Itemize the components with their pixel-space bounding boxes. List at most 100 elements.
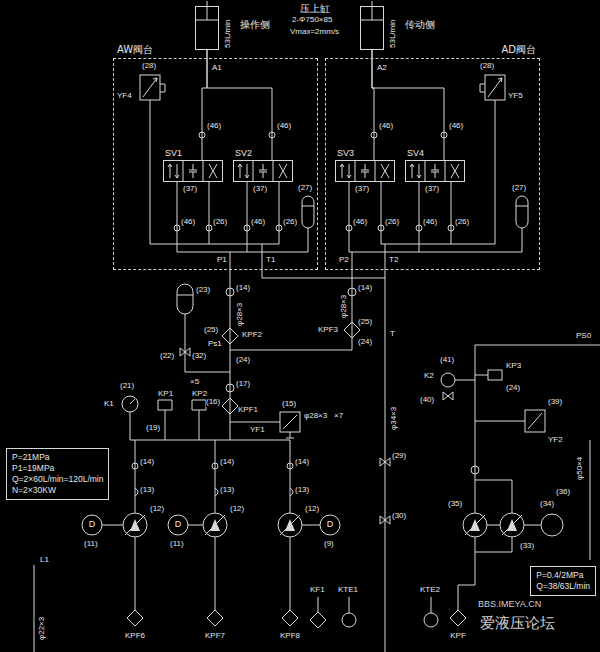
callout-label: (12)	[305, 505, 319, 514]
schematic-stroke	[525, 410, 545, 432]
callout-label: D	[327, 520, 334, 530]
callout-label: KPF8	[280, 632, 300, 641]
callout-label: (14)	[140, 458, 154, 467]
schematic-stroke	[516, 196, 528, 228]
spec-line: P=0.4/2MPa	[536, 570, 590, 581]
schematic-stroke	[34, 565, 431, 652]
schematic-stroke	[516, 206, 528, 207]
schematic-stroke	[177, 284, 193, 314]
callout-label: (28)	[142, 62, 156, 71]
callout-label: BBS.IMEYA.CN	[478, 600, 541, 610]
schematic-stroke	[488, 370, 502, 380]
valve-symbol	[406, 161, 464, 181]
callout-label: (19)	[146, 424, 160, 433]
callout-label: (14)	[295, 458, 309, 467]
cylinder-symbol: 传动侧	[360, 6, 384, 50]
schematic-stroke	[302, 196, 314, 228]
directional-valve: SV2	[233, 160, 293, 182]
callout-label: P2	[339, 256, 349, 265]
pipe-lines	[34, 1, 600, 652]
node-label: SV4	[406, 148, 464, 159]
schematic-stroke	[448, 225, 454, 231]
callout-label: (12)	[230, 505, 244, 514]
callout-label: φ50×4	[576, 457, 585, 480]
valve-symbol	[164, 161, 222, 181]
callout-label: (26)	[385, 218, 399, 227]
callout-label: (13)	[140, 486, 154, 495]
callout-label: T	[390, 330, 395, 339]
directional-valve: SV3	[335, 160, 395, 182]
callout-label: (22)	[160, 352, 174, 361]
callout-label: (34)	[540, 500, 554, 509]
schematic-stroke	[455, 345, 600, 610]
callout-label: K2	[424, 372, 434, 381]
callout-label: (9)	[324, 540, 334, 549]
callout-label: (15)	[282, 400, 296, 409]
callout-label: 压上缸	[300, 3, 330, 14]
callout-label: L1	[40, 556, 49, 565]
callout-label: 53L/min	[224, 20, 233, 48]
schematic-stroke	[174, 225, 180, 231]
callout-label: T2	[389, 256, 398, 265]
schematic-stroke	[212, 463, 218, 469]
callout-label: (37)	[355, 185, 369, 194]
schematic-stroke	[280, 412, 300, 432]
schematic-stroke	[226, 384, 234, 392]
callout-label: (36)	[556, 488, 570, 497]
node-label: AD阀台	[326, 44, 539, 56]
callout-label: (12)	[150, 505, 164, 514]
callout-label: KF1	[310, 586, 325, 595]
schematic-stroke	[302, 206, 314, 207]
schematic-stroke	[206, 225, 212, 231]
callout-label: KP2	[192, 390, 207, 399]
schematic-stroke	[348, 288, 356, 296]
cylinder-symbol: 操作侧	[195, 6, 219, 50]
callout-label: (14)	[236, 284, 250, 293]
callout-label: (46)	[207, 122, 221, 131]
callout-label: (26)	[283, 218, 297, 227]
schematic-stroke	[424, 613, 438, 627]
schematic-stroke	[346, 225, 352, 231]
callout-label: (21)	[120, 382, 134, 391]
schematic-stroke	[127, 537, 298, 626]
callout-label: (37)	[183, 185, 197, 194]
callout-label: (13)	[220, 486, 234, 495]
schematic-stroke	[230, 415, 297, 438]
callout-label: (33)	[520, 542, 534, 551]
valve-spool-lines	[410, 161, 459, 181]
valve-stand-region: AW阀台SV1SV2	[113, 58, 318, 270]
callout-label: (25)	[358, 318, 372, 327]
valve-stand-region: AD阀台SV3SV4	[325, 58, 540, 270]
node-label: 传动侧	[405, 19, 427, 31]
pipe-connector	[202, 50, 207, 160]
schematic-stroke	[177, 295, 230, 372]
callout-label: Ps1	[208, 340, 222, 349]
schematic-stroke	[168, 515, 188, 535]
callout-label: A2	[377, 64, 387, 73]
schematic-stroke	[541, 514, 563, 536]
node-label: SV3	[336, 148, 394, 159]
schematic-stroke	[342, 613, 356, 627]
pipe-connector	[372, 50, 444, 160]
callout-label: K1	[104, 400, 114, 409]
spec-line: P=21MPa	[12, 452, 103, 463]
callout-label: ×7	[334, 412, 343, 421]
schematic-stroke	[143, 78, 165, 97]
schematic-stroke	[528, 413, 542, 429]
schematic-stroke	[443, 392, 453, 400]
schematic-stroke	[244, 225, 250, 231]
callout-label: KTE1	[338, 586, 358, 595]
schematic-stroke	[480, 78, 502, 97]
callout-label: KPF1	[238, 406, 258, 415]
schematic-stroke	[378, 225, 384, 231]
callout-label: KPF7	[205, 632, 225, 641]
schematic-stroke	[471, 466, 479, 474]
pump-triangles	[130, 519, 517, 531]
schematic-stroke	[380, 458, 390, 524]
directional-valve: SV4	[405, 160, 465, 182]
callout-label: (32)	[192, 352, 206, 361]
callout-label: (14)	[220, 458, 234, 467]
callout-label: P1	[217, 256, 227, 265]
schematic-stroke	[226, 288, 234, 296]
